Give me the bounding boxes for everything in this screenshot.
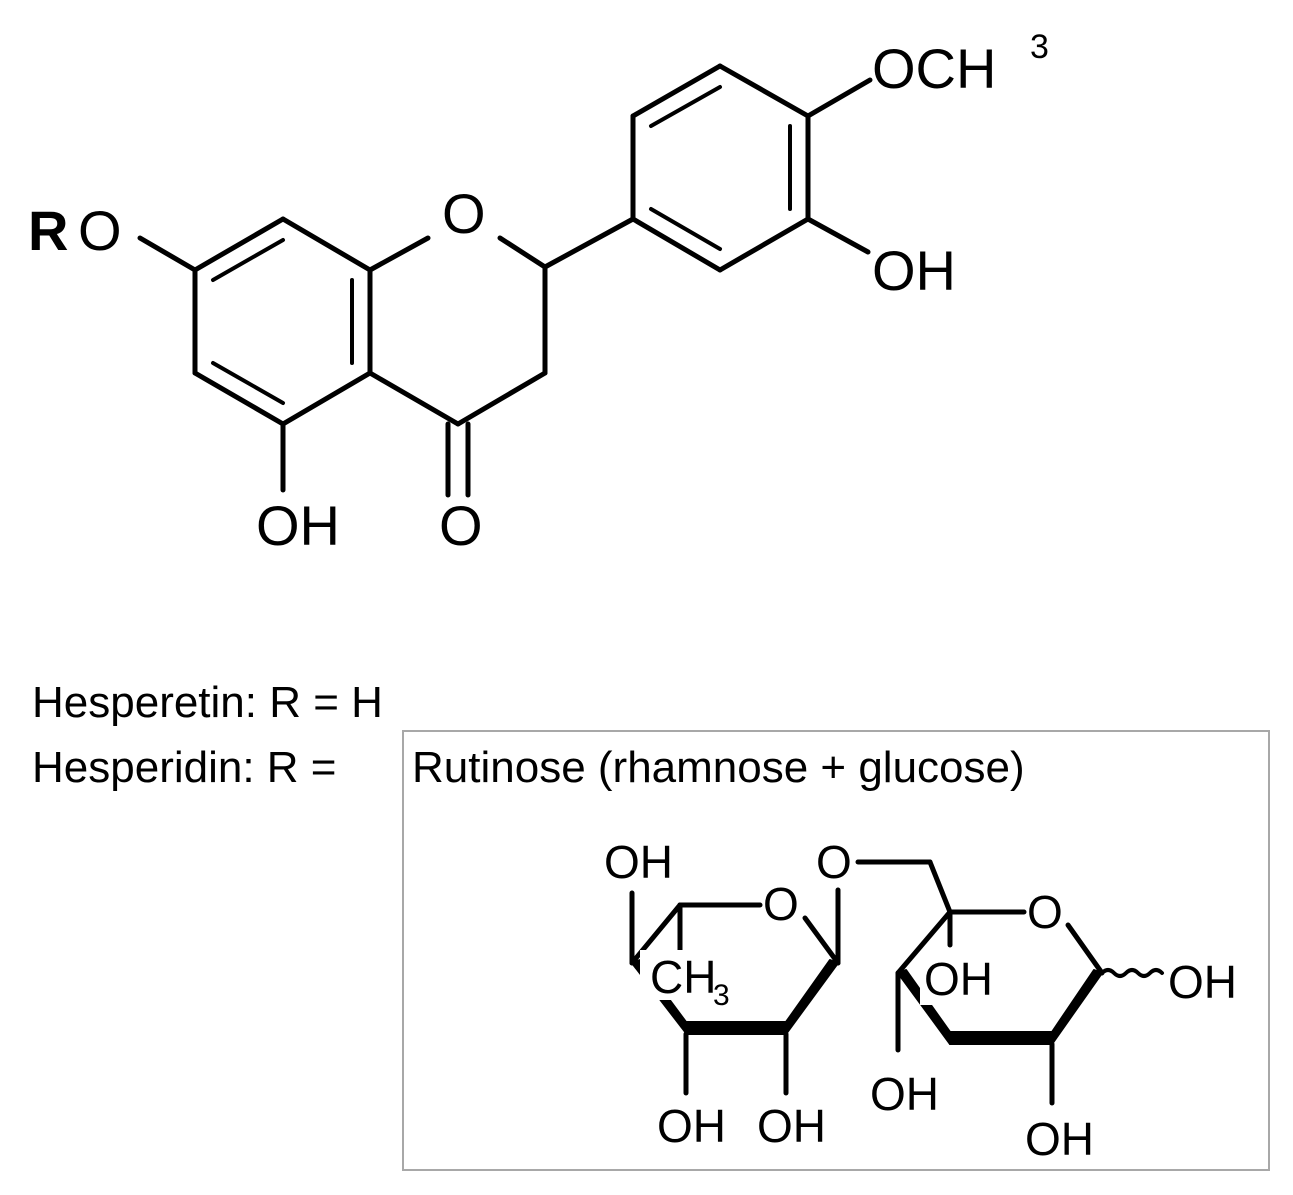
a-ring-bonds — [192, 216, 373, 427]
aglycone-structure: R O O OCH 3 OH OH O — [28, 28, 1049, 557]
methoxy-label: OCH — [872, 37, 996, 100]
b-ring-bonds — [630, 63, 811, 273]
glucose-oh-bottom-left: OH — [870, 1068, 939, 1120]
rutinose-frame — [402, 730, 1270, 1171]
rutinose-title: Rutinose (rhamnose + glucose) — [412, 743, 1025, 792]
r-group-symbol: R — [28, 199, 68, 262]
hesperetin-definition: Hesperetin: R = H — [32, 678, 383, 727]
rutinose-box: Rutinose (rhamnose + glucose) OH O CH 3 … — [402, 730, 1270, 1171]
glucose-ring — [895, 909, 1164, 1106]
c-ring-bonds — [367, 235, 548, 427]
carbonyl-oxygen-label: O — [439, 494, 483, 557]
rhamnose-methyl-subscript: 3 — [713, 979, 730, 1012]
rhamnose-methyl: CH — [650, 951, 716, 1003]
hesperidin-definition: Hesperidin: R = — [32, 743, 336, 792]
b-ring-hydroxyl-label: OH — [872, 239, 956, 302]
glucose-ring-oxygen: O — [1027, 886, 1063, 938]
rhamnose-oh-top: OH — [604, 836, 673, 888]
compound-legend: Hesperetin: R = H Hesperidin: R = — [32, 678, 383, 792]
glucose-oh-bottom-right: OH — [1025, 1113, 1094, 1165]
a-ring-5-hydroxyl-label: OH — [256, 494, 340, 557]
rhamnose-ring-oxygen: O — [763, 878, 799, 930]
r-oxygen-label: O — [78, 199, 122, 262]
methoxy-superscript: 3 — [1030, 28, 1049, 66]
glycosidic-linker-oxygen: O — [816, 836, 852, 888]
rhamnose-oh-bottom-right: OH — [757, 1100, 826, 1152]
ring-oxygen-label: O — [442, 182, 486, 245]
rhamnose-oh-bottom-left: OH — [657, 1100, 726, 1152]
glucose-oh-inner: OH — [924, 953, 993, 1005]
glucose-anomeric-oh: OH — [1168, 956, 1237, 1008]
